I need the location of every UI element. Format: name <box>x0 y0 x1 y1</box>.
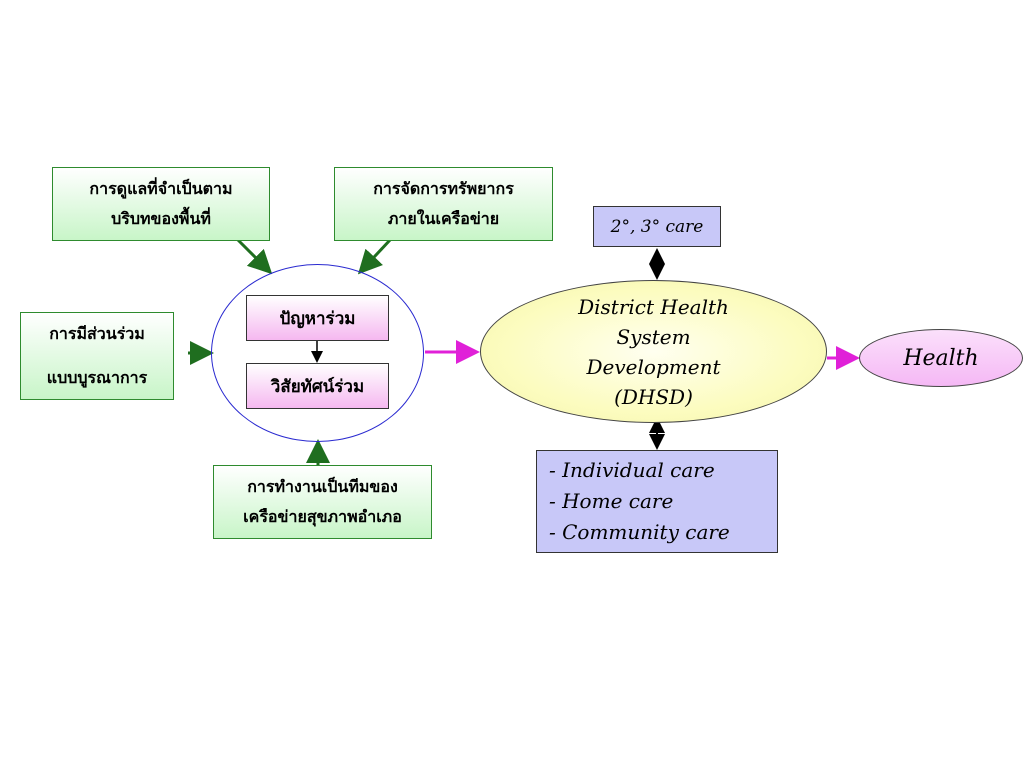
dhsd-line2: System <box>616 324 691 349</box>
local-care-line2: บริบทของพื้นที่ <box>111 209 211 228</box>
health-label: Health <box>903 345 979 371</box>
local-care-line1: การดูแลที่จำเป็นตาม <box>89 179 233 198</box>
resource-management-box: การจัดการทรัพยากร ภายในเครือข่าย <box>334 167 553 241</box>
teamwork-box: การทำงานเป็นทีมของ เครือข่ายสุขภาพอำเภอ <box>213 465 432 539</box>
participation-box: การมีส่วนร่วม แบบบูรณาการ <box>20 312 174 400</box>
secondary-tertiary-care-box: 2°, 3° care <box>593 206 721 247</box>
dhsd-line3: Development <box>586 354 721 379</box>
teamwork-line1: การทำงานเป็นทีมของ <box>247 477 398 496</box>
local-care-box: การดูแลที่จำเป็นตาม บริบทของพื้นที่ <box>52 167 270 241</box>
shared-problem-box: ปัญหาร่วม <box>246 295 389 341</box>
care-list-item: - Individual care <box>549 458 715 482</box>
secondary-tertiary-care-label: 2°, 3° care <box>610 216 704 237</box>
dhsd-ellipse: District Health System Development (DHSD… <box>480 280 827 423</box>
health-ellipse: Health <box>859 329 1023 387</box>
shared-problem-label: ปัญหาร่วม <box>279 308 356 329</box>
arrow-resource-to-circle <box>357 238 392 275</box>
arrow-local-care-to-circle <box>236 238 273 275</box>
participation-line2: แบบบูรณาการ <box>46 368 148 387</box>
resource-line2: ภายในเครือข่าย <box>387 209 500 228</box>
care-list: - Individual care - Home care - Communit… <box>537 455 777 548</box>
teamwork-line2: เครือข่ายสุขภาพอำเภอ <box>243 507 402 526</box>
care-list-item: - Home care <box>549 489 674 513</box>
care-list-item: - Community care <box>549 520 730 544</box>
care-list-box: - Individual care - Home care - Communit… <box>536 450 778 553</box>
resource-line1: การจัดการทรัพยากร <box>373 179 514 198</box>
dhsd-line1: District Health <box>578 294 729 319</box>
shared-vision-box: วิสัยทัศน์ร่วม <box>246 363 389 409</box>
dhsd-line4: (DHSD) <box>614 384 693 409</box>
shared-vision-label: วิสัยทัศน์ร่วม <box>270 376 365 397</box>
participation-line1: การมีส่วนร่วม <box>49 324 145 343</box>
shared-circle <box>211 264 424 442</box>
